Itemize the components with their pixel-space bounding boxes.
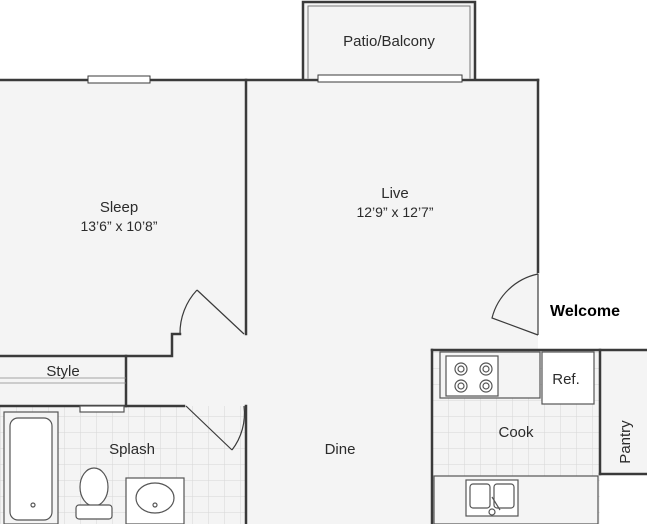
sink-drain	[152, 502, 158, 508]
stove-burner-icon	[454, 362, 493, 393]
tub-drain	[30, 502, 36, 508]
toilet-bowl	[79, 467, 109, 507]
live-dimensions: 12’9” x 12’7”	[356, 204, 433, 220]
faucet	[491, 496, 501, 511]
vanity-shelf	[79, 405, 125, 413]
living-floor	[246, 80, 538, 350]
room-labels: Patio/Balcony Sleep 13’6” x 10’8” Live 1…	[46, 33, 634, 464]
sleep-floor	[0, 80, 246, 356]
sink-basin-left	[469, 483, 491, 509]
splash-label: Splash	[109, 441, 155, 458]
windows	[87, 74, 463, 84]
toilet-tank	[75, 504, 113, 520]
dine-label: Dine	[325, 441, 356, 458]
bedroom-door-leaf	[196, 289, 245, 335]
bath-door-leaf	[185, 405, 233, 451]
bedroom-south-wall	[0, 332, 182, 358]
bedroom-window	[87, 75, 151, 84]
bedroom-door-swing	[179, 289, 198, 335]
pantry-label: Pantry	[617, 420, 634, 464]
style-floor	[0, 356, 126, 406]
sleep-label: Sleep	[100, 199, 138, 216]
patio-inner-line	[307, 5, 471, 79]
faucet-base	[488, 508, 496, 516]
patio-walls	[301, 0, 477, 80]
refrigerator	[541, 351, 595, 405]
live-label: Live	[381, 185, 409, 202]
bath-fixtures	[3, 405, 185, 524]
patio-floor	[303, 3, 475, 78]
style-label: Style	[46, 363, 79, 380]
sink-basin-right	[493, 483, 515, 509]
welcome-label: Welcome	[550, 303, 620, 320]
pantry-floor	[600, 350, 647, 474]
refrigerator-label: Ref.	[552, 371, 580, 388]
bath-door-swing	[231, 405, 246, 451]
kitchen-fixtures	[433, 351, 599, 524]
floor-fills	[0, 3, 647, 524]
patio-label: Patio/Balcony	[343, 33, 435, 50]
cook-label: Cook	[498, 424, 534, 441]
vanity-sink	[135, 482, 175, 514]
patio-door-glass	[317, 74, 463, 83]
bathtub-basin	[9, 417, 53, 521]
doors	[0, 273, 539, 451]
entry-door-swing	[491, 273, 539, 336]
sleep-dimensions: 13’6” x 10’8”	[80, 218, 157, 234]
